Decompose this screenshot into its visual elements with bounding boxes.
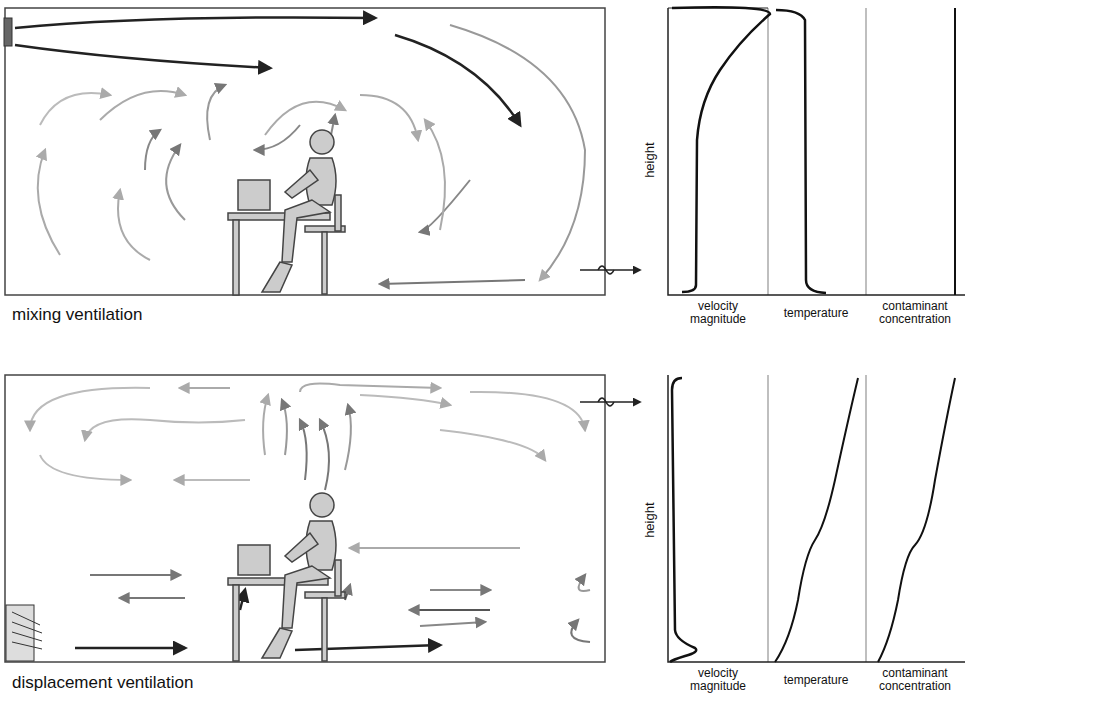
- recirculation-arrows: [38, 25, 585, 284]
- occupant-desk: [228, 493, 345, 661]
- axis-label: contaminant concentration: [867, 300, 963, 326]
- velocity-profile: [672, 7, 770, 292]
- mixing-profiles: [668, 7, 965, 295]
- supply-diffuser: [6, 605, 42, 661]
- occupant-desk: [228, 130, 345, 295]
- airflow-arrows: [15, 17, 520, 125]
- concentration-profile: [954, 8, 956, 295]
- axis-label: contaminant concentration: [867, 667, 963, 693]
- panel-title: displacement ventilation: [12, 674, 193, 693]
- axis-label: height: [643, 142, 657, 177]
- axis-label: velocity magnitude: [673, 667, 763, 693]
- velocity-profile: [670, 378, 696, 662]
- mixing-room: [4, 8, 640, 295]
- displacement-room: [5, 375, 640, 662]
- concentration-profile: [878, 378, 955, 662]
- supply-inlet: [4, 18, 12, 46]
- axis-label: velocity magnitude: [673, 300, 763, 326]
- exhaust-arrow: [580, 398, 640, 406]
- axis-label: temperature: [770, 674, 862, 687]
- displacement-profiles: [668, 375, 965, 662]
- axis-label: height: [643, 502, 657, 537]
- recirculation-arrows: [30, 384, 590, 642]
- temperature-profile: [776, 10, 826, 293]
- airflow-arrows: [75, 590, 440, 650]
- panel-title: mixing ventilation: [12, 306, 142, 325]
- temperature-profile: [775, 378, 858, 662]
- axis-label: temperature: [770, 307, 862, 320]
- exhaust-arrow: [580, 266, 640, 274]
